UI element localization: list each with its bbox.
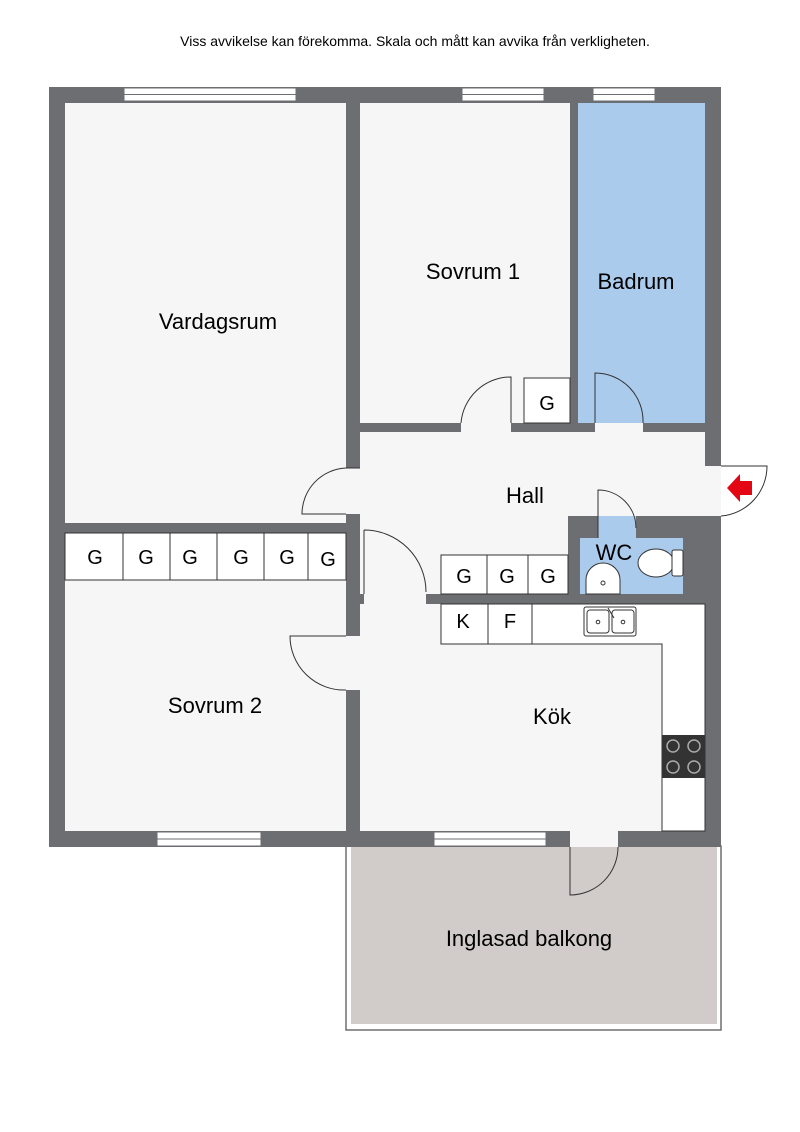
room-label-living-room: Vardagsrum	[159, 309, 277, 334]
toilet-icon	[637, 548, 684, 578]
bedroom-1-floor	[360, 103, 570, 423]
bedroom-2-closets: G G G G G G	[64, 532, 347, 581]
closet-label: G	[87, 547, 103, 569]
closet-label: G	[138, 547, 154, 569]
bathroom-floor	[578, 103, 705, 423]
windows	[123, 87, 656, 847]
room-label-bedroom-2: Sovrum 2	[168, 693, 262, 718]
fridge-label: K	[456, 611, 470, 633]
hall-closets: G G G	[440, 554, 569, 595]
door-swings	[289, 372, 768, 896]
stove-icon	[662, 735, 705, 778]
sink-icon	[583, 606, 637, 637]
kitchen-counter	[440, 603, 706, 832]
balcony	[345, 845, 722, 1031]
room-label-wc: WC	[596, 540, 633, 565]
room-label-hall: Hall	[506, 483, 544, 508]
living-room-floor	[65, 103, 346, 523]
closet-label: G	[279, 547, 295, 569]
closet-label: G	[499, 566, 515, 588]
closet-label: G	[540, 566, 556, 588]
closet-label: G	[233, 547, 249, 569]
closet-label: G	[182, 547, 198, 569]
hall-floor	[360, 432, 705, 516]
entrance-arrow-icon	[727, 474, 752, 502]
bedroom-1-closet-label: G	[539, 393, 555, 415]
freezer-label: F	[504, 611, 516, 633]
closet-label: G	[456, 566, 472, 588]
washbasin-icon	[585, 562, 621, 595]
closet-label: G	[320, 549, 336, 571]
room-label-balcony: Inglasad balkong	[446, 926, 612, 951]
room-label-kitchen: Kök	[533, 704, 572, 729]
bedroom-1-closet	[523, 377, 571, 424]
disclaimer-text: Viss avvikelse kan förekomma. Skala och …	[180, 33, 650, 49]
bedroom-2-floor	[65, 533, 346, 831]
room-label-bathroom: Badrum	[597, 269, 674, 294]
room-label-bedroom-1: Sovrum 1	[426, 259, 520, 284]
